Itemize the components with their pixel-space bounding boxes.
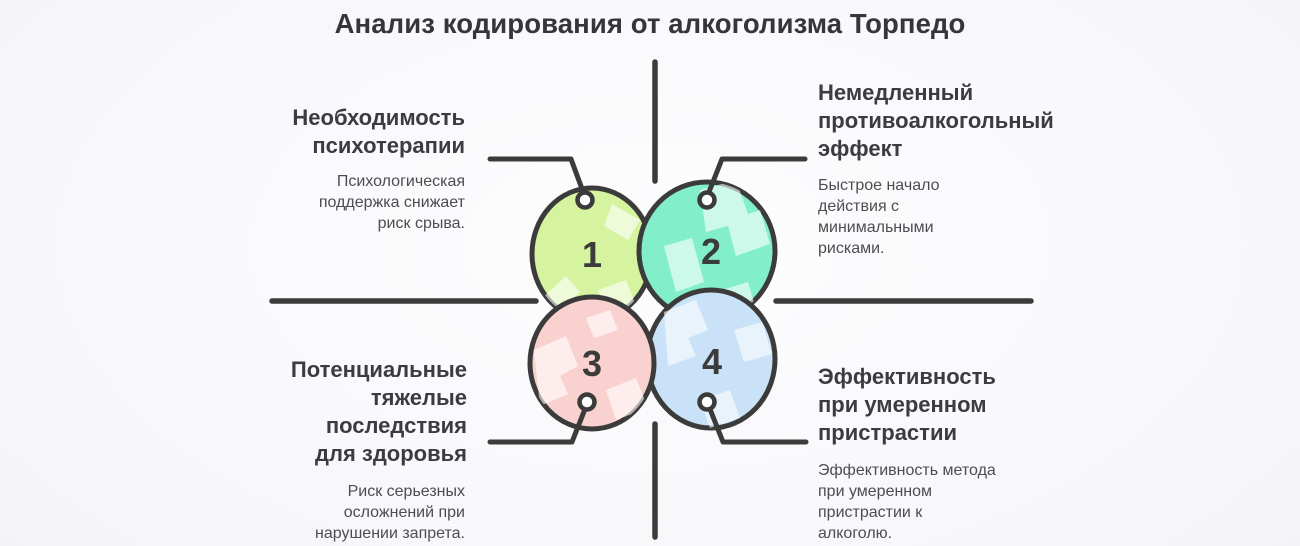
circle-3-number: 3: [582, 343, 602, 384]
circle-4-number: 4: [702, 341, 722, 382]
quadrant-1-description: Психологическая поддержка снижает риск с…: [318, 173, 465, 232]
venn-circle-3: [527, 294, 657, 432]
connector-2: [704, 156, 808, 200]
circle-1-number: 1: [582, 234, 602, 275]
connector-1: [487, 156, 588, 200]
connector-4: [705, 401, 809, 445]
circle-2-number: 2: [701, 231, 721, 272]
quadrant-3-heading: Потенциальные тяжелые последствия для зд…: [290, 357, 467, 466]
circle-4-texture: [664, 300, 772, 428]
quadrant-2-description: Быстрое начало действия с минимальными р…: [818, 177, 940, 257]
connector-3: [487, 401, 590, 445]
quadrant-4-heading: Эффективность при умеренном пристрастии: [818, 364, 996, 445]
quadrant-3-description: Риск серьезных осложнений при нарушении …: [315, 483, 465, 542]
pin-3-icon: [577, 392, 597, 412]
pin-1-icon: [575, 190, 595, 210]
quadrant-1-heading: Необходимость психотерапии: [292, 105, 465, 158]
page-title: Анализ кодирования от алкоголизма Торпед…: [334, 8, 966, 39]
pin-4-icon: [697, 392, 717, 412]
quadrant-2-heading: Немедленный противоалкогольный эффект: [818, 80, 1054, 161]
quadrant-4-description: Эффективность метода при умеренном прист…: [818, 462, 996, 542]
pin-2-icon: [697, 190, 717, 210]
